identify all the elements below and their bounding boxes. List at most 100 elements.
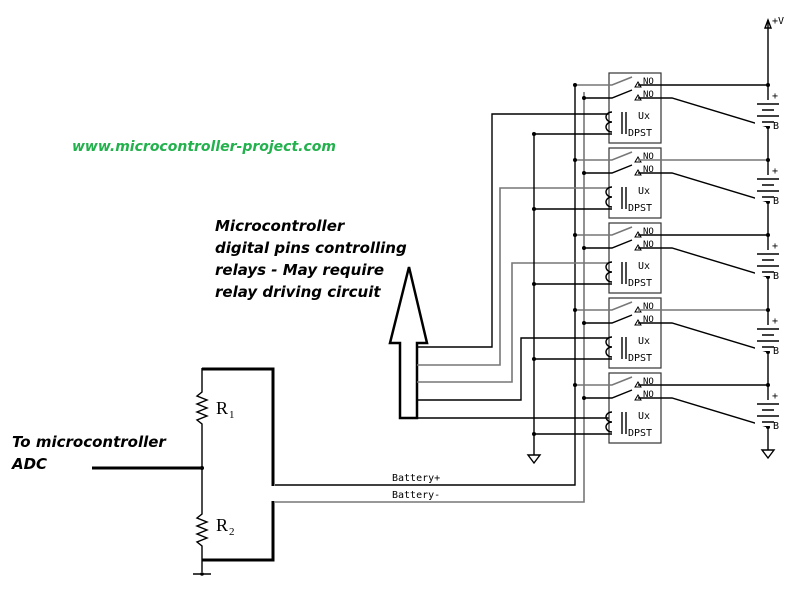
battery-plus: + [772,166,778,177]
coil-icon [605,261,613,283]
junction-dot [766,83,770,87]
junction-dot [766,233,770,237]
switch-contact-1 [575,226,633,236]
switch-contact-1 [575,301,633,311]
contact-wire [638,172,769,203]
junction-dot [766,308,770,312]
contact-wire [638,397,769,428]
coil-icon [605,111,613,133]
relay-name: Ux [638,411,650,422]
junction-dot [200,466,204,470]
switch-contact-2 [584,239,633,249]
junction-dot [582,96,586,100]
contact-label: NO [643,77,654,87]
junction-dot [573,158,577,162]
contact-wire [638,322,769,353]
contact-label: NO [643,377,654,387]
battery-plus: + [772,316,778,327]
contact-label: NO [643,90,654,100]
battery-label: B [773,271,779,282]
relay-type: DPST [628,128,652,139]
battery-icon [757,178,779,198]
junction-dot [582,171,586,175]
switch-contact-2 [584,314,633,324]
switch-contact-1 [575,76,633,86]
switch-contact-2 [584,89,633,99]
relay-name: Ux [638,186,650,197]
battery-icon [757,328,779,348]
relay-name: Ux [638,261,650,272]
junction-dot [582,321,586,325]
r2-label: R [216,515,228,535]
battery-icon [757,253,779,273]
note-line: Microcontroller [215,217,345,235]
ground-icon [526,450,542,465]
relay-type: DPST [628,353,652,364]
junction-dot [573,383,577,387]
adc-note: To microcontroller ADC [12,431,166,475]
supply-label: +V [772,16,784,27]
relay-type: DPST [628,428,652,439]
junction-dot [532,432,536,436]
core-icon [621,187,627,209]
battery-plus: + [772,91,778,102]
junction-dot [532,132,536,136]
battery-label: B [773,121,779,132]
coil-icon [605,186,613,208]
relay-type: DPST [628,278,652,289]
relay-type: DPST [628,203,652,214]
battery-plus: + [772,391,778,402]
coil-icon [605,411,613,433]
core-icon [621,112,627,134]
battery-minus-label: Battery- [392,490,440,501]
junction-dot [532,207,536,211]
r2-subscript: 2 [229,526,235,538]
contact-label: NO [643,240,654,250]
switch-contact-1 [575,151,633,161]
control-wires [417,113,612,419]
core-icon [621,412,627,434]
relay-name: Ux [638,111,650,122]
contact-label: NO [643,227,654,237]
switch-contact-2 [584,164,633,174]
contact-label: NO [643,152,654,162]
contact-label: NO [643,315,654,325]
website-url: www.microcontroller-project.com [72,139,336,155]
junction-dot [766,383,770,387]
note-line: ADC [12,455,48,473]
junction-dot [532,357,536,361]
contact-wire [638,97,769,128]
note-line: relays - May require [215,261,385,279]
note-line: relay driving circuit [215,283,381,301]
battery-plus-wire [275,85,576,486]
ground-icon [760,449,776,460]
junction-dot [532,282,536,286]
note-line: digital pins controlling [215,239,407,257]
contact-label: NO [643,165,654,175]
r1-label: R [216,398,228,418]
junction-dot [582,246,586,250]
junction-dot [766,158,770,162]
note-line: To microcontroller [12,433,166,451]
core-icon [621,337,627,359]
battery-plus-label: Battery+ [392,473,440,484]
junction-dot [582,396,586,400]
battery-label: B [773,346,779,357]
battery-icon [757,103,779,123]
voltage-divider: R 1 R 2 [92,367,275,576]
up-arrow-icon [388,266,429,420]
relay-name: Ux [638,336,650,347]
digital-pins-note: Microcontroller digital pins controlling… [215,215,407,303]
junction-dot [573,233,577,237]
contact-label: NO [643,390,654,400]
battery-icon [757,403,779,423]
r1-subscript: 1 [229,409,235,421]
battery-label: B [773,196,779,207]
contact-label: NO [643,302,654,312]
battery-label: B [773,421,779,432]
battery-minus-wire [275,92,585,503]
battery-plus: + [772,241,778,252]
junction-dot [573,308,577,312]
contact-wire [638,247,769,278]
